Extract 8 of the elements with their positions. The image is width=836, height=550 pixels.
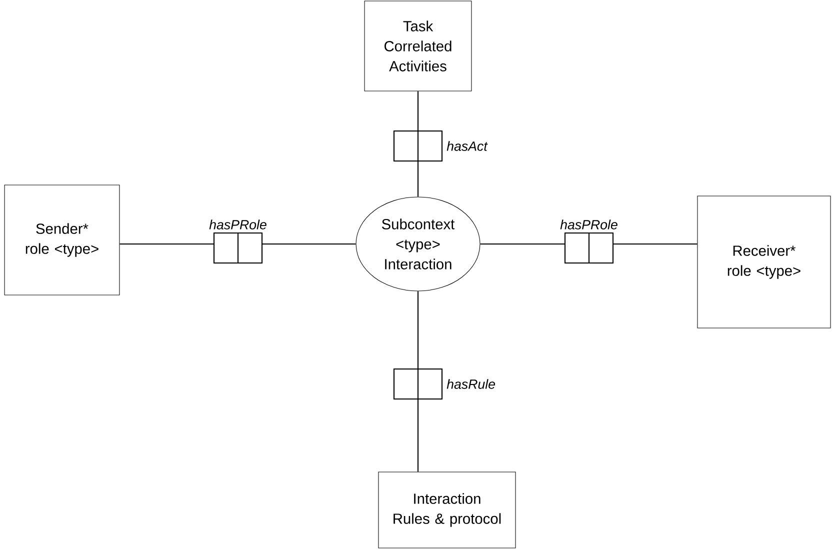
edge-label: hasPRole [560,220,618,230]
edge-label: hasRule [446,379,496,389]
entity-box: Receiver* role <type> [697,196,831,328]
entity-box: Interaction Rules & protocol [378,472,516,548]
edge-label: hasAct [446,141,488,151]
entity-box: Task Correlated Activities [364,0,472,92]
edge-label: hasPRole [209,220,266,230]
entity-box: Sender* role <type> [4,184,120,296]
